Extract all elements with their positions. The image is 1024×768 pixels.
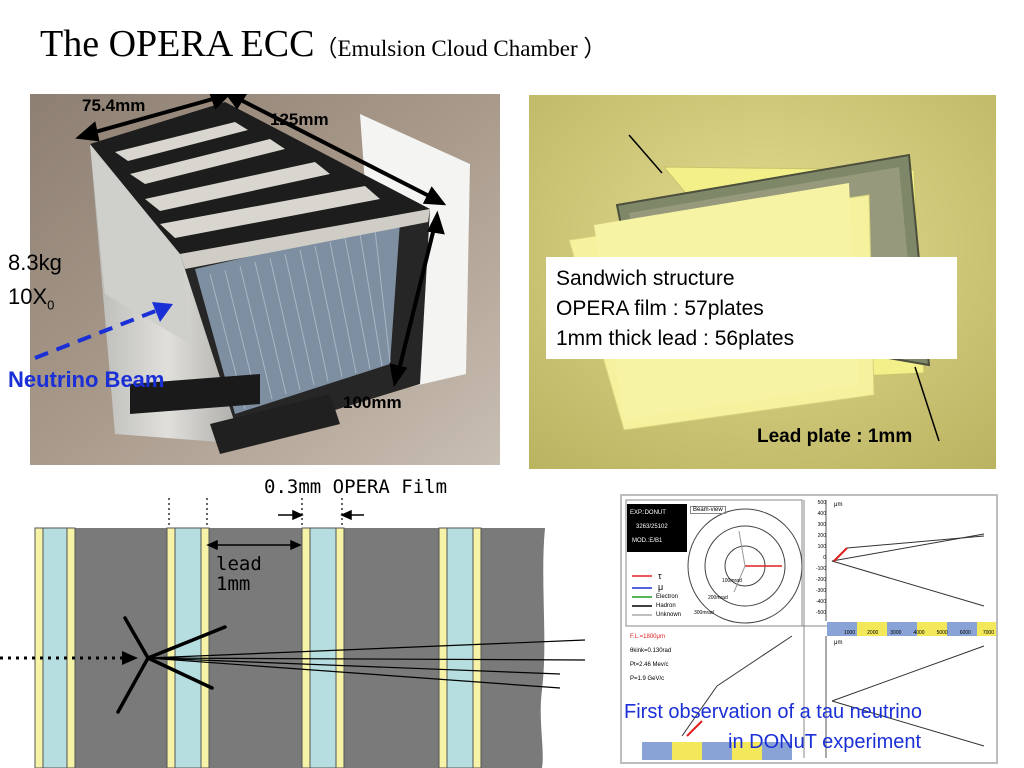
- brick-height-label: 100mm: [343, 393, 402, 412]
- param-p: P=1.9 GeV/c: [630, 676, 665, 682]
- info-box-line-2: 3263/25102: [636, 524, 668, 530]
- film-thickness-label: 0.3mm OPERA Film: [264, 476, 448, 498]
- ring-label-100: 100mrad: [722, 578, 742, 584]
- sandwich-structure-box: Sandwich structure OPERA film : 57plates…: [546, 257, 957, 359]
- donut-caption-line-1: First observation of a tau neutrino: [624, 701, 922, 723]
- y-tick: 100: [817, 544, 826, 550]
- brick-mass-label: 8.3kg: [8, 250, 62, 275]
- y-tick: 400: [817, 511, 826, 517]
- beam-arrow: [34, 302, 173, 360]
- y-tick: -100: [815, 566, 826, 572]
- ring-label-200: 200mrad: [708, 595, 728, 601]
- legend-mu: μ: [658, 582, 664, 592]
- info-box-line-3: MOD.:E/B1: [632, 538, 663, 544]
- unit-label-top: μm: [834, 502, 843, 508]
- x-tick: 5000: [936, 630, 948, 636]
- param-kink: θkink=0.130rad: [630, 648, 672, 654]
- y-tick: 200: [817, 533, 826, 539]
- radiation-length-label: 10X0: [8, 284, 54, 312]
- brick-illustration: [30, 89, 500, 465]
- y-tick: -500: [815, 610, 826, 616]
- lead-blocks: [75, 528, 545, 768]
- x-tick: 6000: [959, 630, 971, 636]
- ring-label-300: 300mrad: [694, 610, 714, 616]
- rad-len-base: 10X: [8, 284, 48, 309]
- beam-view-label: Beam-view: [690, 506, 726, 514]
- y-tick: 0: [823, 555, 826, 561]
- donut-event-display: EXP.:DONUT 3263/25102 MOD.:E/B1 Beam-vie…: [620, 494, 998, 764]
- x-tick: 4000: [913, 630, 925, 636]
- rad-len-sub: 0: [47, 297, 55, 313]
- unit-label-bottom: μm: [834, 640, 843, 646]
- brick-photo: [30, 89, 500, 465]
- lead-label-2: 1mm: [216, 573, 251, 595]
- lead-plate-label: Lead plate : 1mm: [757, 426, 913, 447]
- brick-depth-label: 125mm: [270, 110, 329, 129]
- legend-tau: τ: [658, 571, 662, 581]
- param-fl: F.L.=1800μm: [630, 634, 665, 640]
- slide-title: The OPERA ECC（Emulsion Cloud Chamber ）: [40, 22, 606, 66]
- y-tick: -400: [815, 599, 826, 605]
- y-axis-ticks: 500 400 300 200 100 0 -100 -200 -300 -40…: [806, 498, 826, 619]
- title-main: The OPERA ECC: [40, 23, 315, 65]
- donut-caption-line-2: in DONuT experiment: [728, 731, 922, 753]
- info-box-line-1: EXP.:DONUT: [630, 510, 666, 516]
- neutrino-beam-label: Neutrino Beam: [8, 367, 165, 392]
- structure-line-1: Sandwich structure: [556, 267, 735, 290]
- y-tick: -300: [815, 588, 826, 594]
- legend-hadron: Hadron: [656, 603, 676, 609]
- y-tick: 300: [817, 522, 826, 528]
- event-display-graphic: [625, 499, 996, 760]
- x-tick: 7000: [982, 630, 994, 636]
- lead-label-1: lead: [216, 553, 262, 575]
- y-tick: -200: [815, 577, 826, 583]
- legend-electron: Electron: [656, 594, 679, 600]
- x-tick: 1000: [844, 630, 856, 636]
- structure-line-3: 1mm thick lead : 56plates: [556, 327, 795, 350]
- x-tick: 2000: [867, 630, 879, 636]
- ecc-schematic: [0, 498, 586, 768]
- y-tick: 500: [817, 500, 826, 506]
- x-tick: 3000: [890, 630, 902, 636]
- emulsion-films: [34, 527, 482, 768]
- structure-line-2: OPERA film : 57plates: [556, 297, 764, 320]
- x-axis-ticks: 1000 2000 3000 4000 5000 6000 7000: [844, 630, 994, 636]
- param-pt: Pt=2.46 Mev/c: [630, 662, 669, 668]
- legend-unknown: Unknown: [656, 612, 682, 618]
- title-sub: （Emulsion Cloud Chamber ）: [314, 36, 607, 61]
- brick-width-label: 75.4mm: [82, 96, 146, 115]
